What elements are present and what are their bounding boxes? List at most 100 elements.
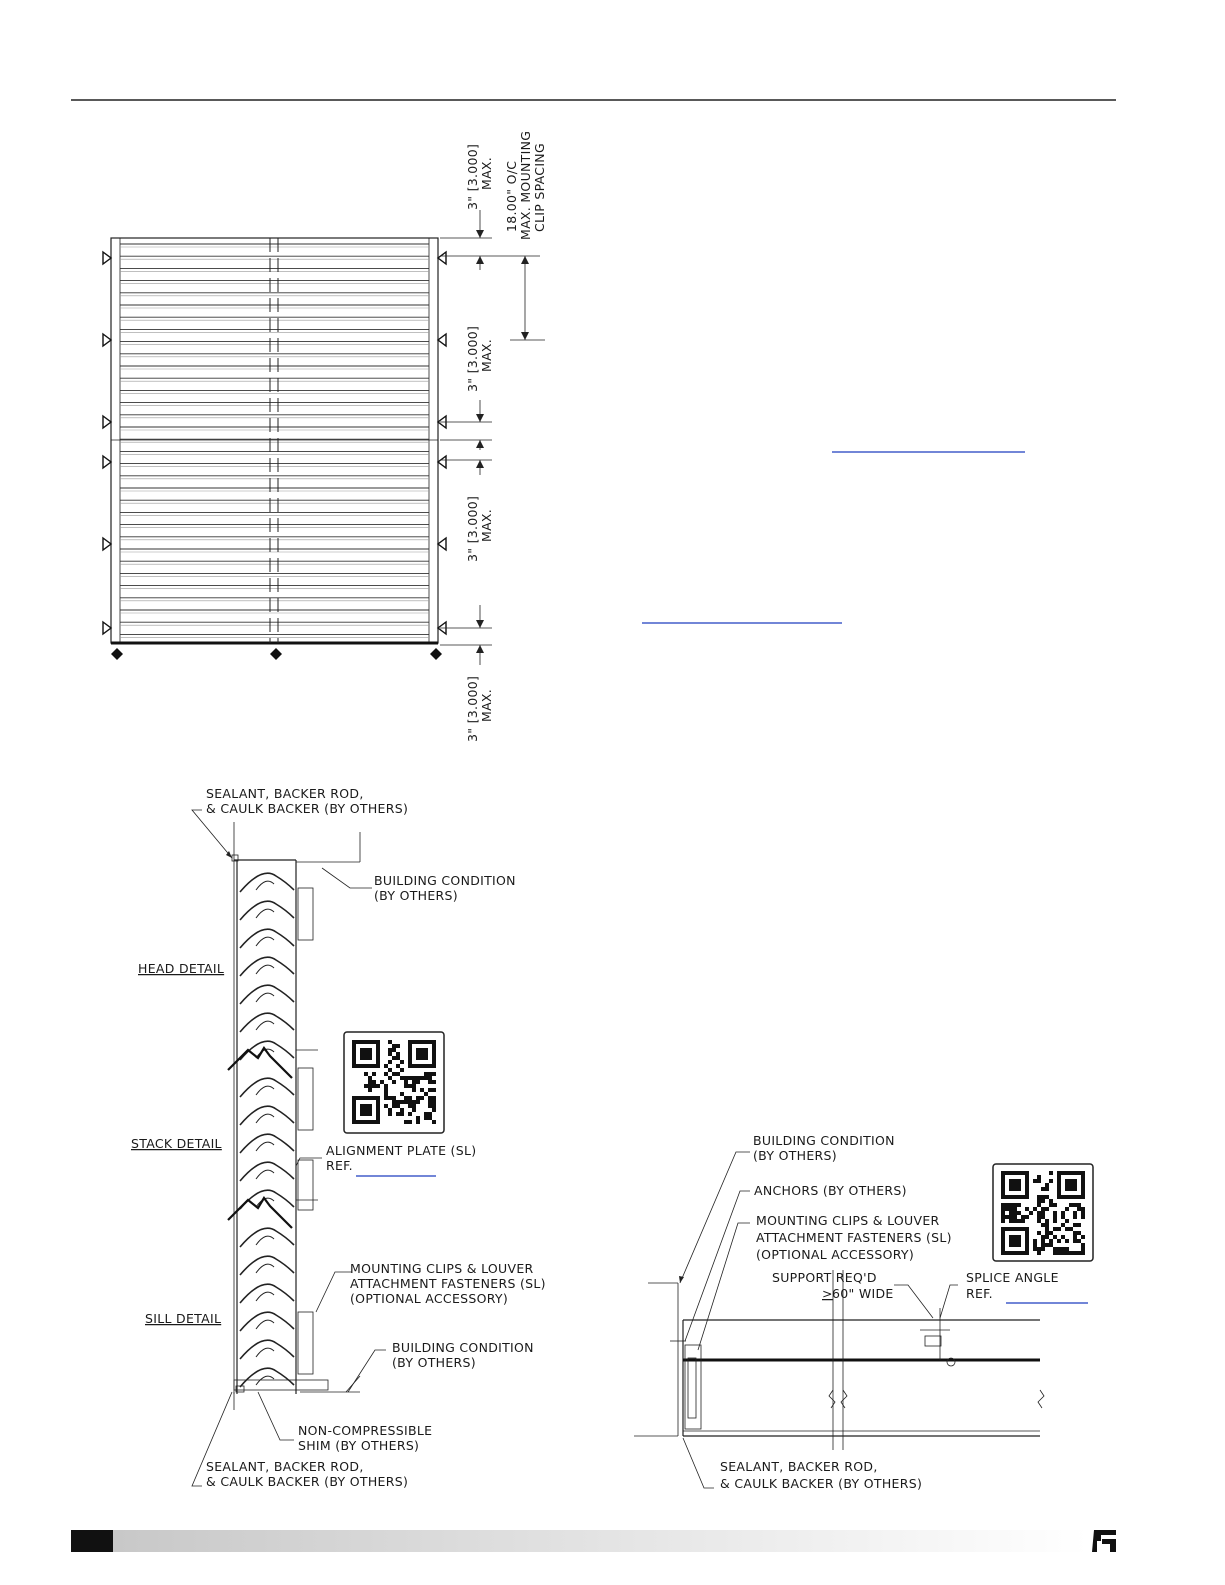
footer-bar [71, 1530, 1088, 1552]
svg-text:(BY OTHERS): (BY OTHERS) [753, 1148, 837, 1163]
clip-triangle-icon [102, 454, 113, 470]
svg-text:& CAULK BACKER (BY OTHERS): & CAULK BACKER (BY OTHERS) [206, 1474, 408, 1489]
dimension-label-2: 3" [3.000] MAX. [465, 326, 494, 392]
svg-text:(BY OTHERS): (BY OTHERS) [392, 1355, 476, 1370]
section-blade [239, 1077, 295, 1098]
svg-text:SUPPORT REQ'D: SUPPORT REQ'D [772, 1270, 877, 1285]
svg-text:SPLICE ANGLE: SPLICE ANGLE [966, 1270, 1059, 1285]
mounting-clip-markers-left [102, 250, 113, 636]
plan-leaders [679, 1151, 958, 1489]
svg-text:MOUNTING CLIPS & LOUVER: MOUNTING CLIPS & LOUVER [756, 1213, 940, 1228]
clip-triangle-icon [102, 414, 113, 430]
svg-text:CLIP SPACING: CLIP SPACING [532, 143, 547, 232]
svg-text:>: > [822, 1286, 833, 1301]
louver-section-detail [227, 822, 361, 1410]
section-blade [239, 1040, 295, 1061]
svg-text:3" [3.000]: 3" [3.000] [465, 496, 480, 562]
section-blade-hook [255, 964, 275, 975]
svg-text:ALIGNMENT PLATE (SL): ALIGNMENT PLATE (SL) [326, 1143, 476, 1158]
clip-spacing-label: 18.00" O/C MAX. MOUNTING CLIP SPACING [504, 131, 547, 240]
section-blade-hook [255, 1141, 275, 1152]
clip-triangle-icon [436, 332, 447, 348]
section-blade [239, 1161, 295, 1182]
section-blade-hook [255, 1235, 275, 1246]
qr-code-icon [343, 1031, 445, 1134]
svg-text:MAX.: MAX. [479, 689, 494, 722]
callout-sealant-top: SEALANT, BACKER ROD, & CAULK BACKER (BY … [206, 786, 408, 816]
callout-sealant-bottom: SEALANT, BACKER ROD, & CAULK BACKER (BY … [206, 1459, 408, 1489]
svg-text:18.00" O/C: 18.00" O/C [504, 161, 519, 232]
dimension-label-4: 3" [3.000] MAX. [465, 676, 494, 742]
brand-logo-icon [1092, 1530, 1116, 1552]
callout-mounting-clips-section: MOUNTING CLIPS & LOUVER ATTACHMENT FASTE… [350, 1261, 546, 1306]
section-blade-hook [255, 1319, 275, 1330]
base-diamond-icons [111, 648, 442, 660]
callout-building-condition-plan: BUILDING CONDITION (BY OTHERS) [753, 1133, 895, 1163]
section-blade-hook [255, 908, 275, 919]
section-blade-hook [255, 992, 275, 1003]
section-blades [239, 872, 295, 1388]
svg-text:MAX.: MAX. [479, 157, 494, 190]
svg-text:(OPTIONAL ACCESSORY): (OPTIONAL ACCESSORY) [756, 1247, 914, 1262]
stack-detail-label: STACK DETAIL [131, 1136, 222, 1151]
section-blade [239, 1283, 295, 1304]
svg-text:NON-COMPRESSIBLE: NON-COMPRESSIBLE [298, 1423, 432, 1438]
svg-text:3" [3.000]: 3" [3.000] [465, 326, 480, 392]
clip-triangle-icon [102, 536, 113, 552]
clip-triangle-icon [102, 332, 113, 348]
section-blade [239, 1133, 295, 1154]
section-blade [239, 872, 295, 893]
section-blade-hook [255, 1263, 275, 1274]
svg-text:SEALANT, BACKER ROD,: SEALANT, BACKER ROD, [720, 1459, 878, 1474]
svg-text:BUILDING CONDITION: BUILDING CONDITION [392, 1340, 534, 1355]
section-blade [239, 928, 295, 949]
callout-support-required: SUPPORT REQ'D > 60" WIDE [772, 1270, 894, 1301]
svg-text:& CAULK BACKER (BY OTHERS): & CAULK BACKER (BY OTHERS) [720, 1476, 922, 1491]
svg-text:MAX.: MAX. [479, 339, 494, 372]
section-blade-hook [255, 1169, 275, 1180]
section-blade [239, 1012, 295, 1033]
svg-text:SEALANT, BACKER ROD,: SEALANT, BACKER ROD, [206, 1459, 364, 1474]
section-blade [239, 900, 295, 921]
sill-detail-label: SILL DETAIL [145, 1311, 221, 1326]
svg-text:3" [3.000]: 3" [3.000] [465, 676, 480, 742]
section-blade [239, 956, 295, 977]
svg-text:ATTACHMENT FASTENERS (SL): ATTACHMENT FASTENERS (SL) [756, 1230, 952, 1245]
section-blade-hook [255, 1347, 275, 1358]
section-blade [239, 1367, 295, 1388]
svg-text:REF.: REF. [326, 1158, 353, 1173]
clip-triangle-icon [436, 536, 447, 552]
section-leaders [191, 809, 386, 1487]
section-blade-hook [255, 1113, 275, 1124]
dimension-label-1: 3" [3.000] MAX. [465, 144, 494, 210]
svg-text:SHIM (BY OTHERS): SHIM (BY OTHERS) [298, 1438, 419, 1453]
section-blade [239, 1189, 295, 1210]
callout-sealant-plan: SEALANT, BACKER ROD, & CAULK BACKER (BY … [720, 1459, 922, 1491]
louver-plan-detail [634, 1270, 1045, 1450]
svg-text:3" [3.000]: 3" [3.000] [465, 144, 480, 210]
section-blade-hook [255, 1085, 275, 1096]
svg-text:(BY OTHERS): (BY OTHERS) [374, 888, 458, 903]
section-blade [239, 1255, 295, 1276]
section-blade-hook [255, 880, 275, 891]
elevation-dimensions [440, 210, 545, 665]
callout-alignment-plate: ALIGNMENT PLATE (SL) REF. [326, 1143, 476, 1177]
svg-text:60" WIDE: 60" WIDE [832, 1286, 894, 1301]
louver-elevation [102, 237, 447, 660]
callout-building-condition-bottom: BUILDING CONDITION (BY OTHERS) [392, 1340, 534, 1370]
callout-mounting-clips-plan: MOUNTING CLIPS & LOUVER ATTACHMENT FASTE… [756, 1213, 952, 1262]
callout-anchors: ANCHORS (BY OTHERS) [754, 1183, 907, 1198]
section-blade [239, 984, 295, 1005]
callout-building-condition-top: BUILDING CONDITION (BY OTHERS) [374, 873, 516, 903]
section-blade-hook [255, 1375, 275, 1386]
svg-text:BUILDING CONDITION: BUILDING CONDITION [753, 1133, 895, 1148]
svg-text:(OPTIONAL ACCESSORY): (OPTIONAL ACCESSORY) [350, 1291, 508, 1306]
clip-triangle-icon [436, 250, 447, 266]
svg-text:& CAULK BACKER (BY OTHERS): & CAULK BACKER (BY OTHERS) [206, 801, 408, 816]
louver-blades [120, 243, 429, 638]
svg-text:BUILDING CONDITION: BUILDING CONDITION [374, 873, 516, 888]
svg-text:MOUNTING CLIPS & LOUVER: MOUNTING CLIPS & LOUVER [350, 1261, 534, 1276]
head-detail-label: HEAD DETAIL [138, 961, 224, 976]
callout-shim: NON-COMPRESSIBLE SHIM (BY OTHERS) [298, 1423, 432, 1453]
